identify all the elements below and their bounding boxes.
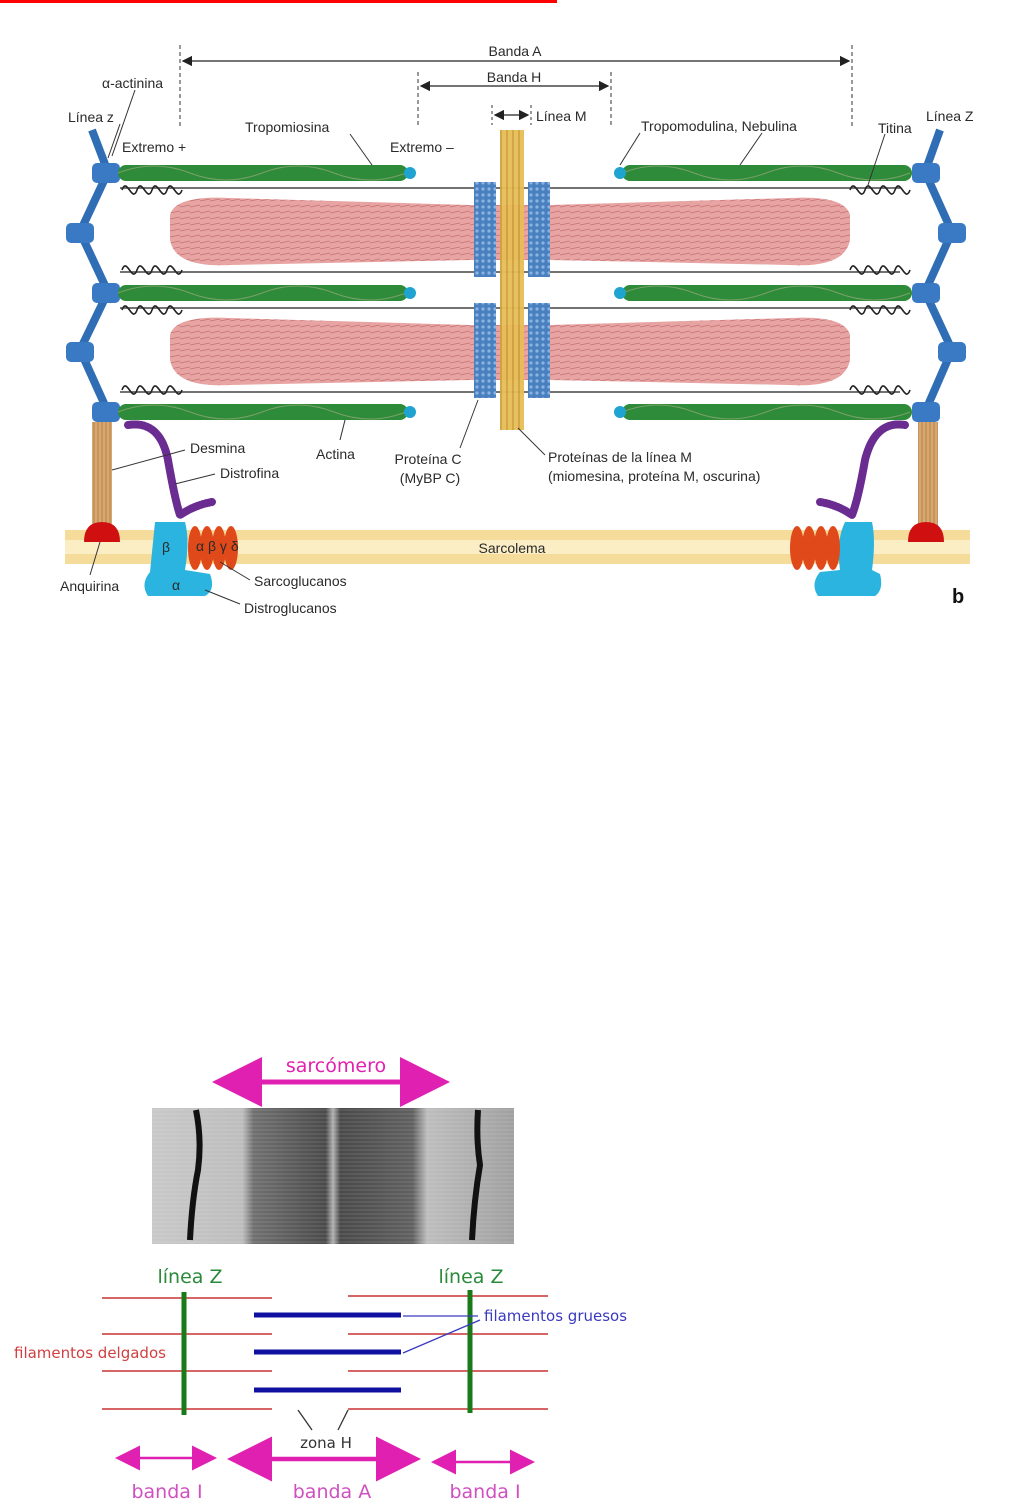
sarcoglucanos-label: Sarcoglucanos — [254, 573, 347, 589]
desmin-right — [918, 422, 938, 530]
filamentos-delgados-label: filamentos delgados — [14, 1344, 166, 1362]
anquirina-label: Anquirina — [60, 578, 119, 594]
dystroglycan-beta-label: β — [162, 539, 170, 555]
titin-springs — [121, 185, 911, 395]
mybp-c-bands — [474, 182, 550, 398]
linea-z-left-label: Línea z — [68, 109, 114, 125]
ankyrin-left — [84, 522, 120, 542]
mybp-c-label: (MyBP C) — [400, 470, 460, 486]
actin-row-3-right — [614, 404, 912, 420]
zona-h-label: zona H — [300, 1434, 352, 1452]
dimension-guides — [179, 45, 853, 128]
dystroglycan-left — [144, 522, 213, 596]
linea-z-right-label: Línea Z — [926, 108, 974, 124]
proteinas-linea-m-detail: (miomesina, proteína M, oscurina) — [548, 468, 760, 484]
alpha-actinina-label: α-actinina — [102, 75, 163, 91]
desmina-label: Desmina — [190, 440, 245, 456]
actin-row-2-left — [117, 285, 416, 301]
panel-label: b — [952, 586, 964, 608]
sarcomero-title: sarcómero — [286, 1055, 386, 1077]
desmin-left — [92, 422, 112, 530]
dystrophin-left — [124, 420, 216, 522]
extremo-plus-label: Extremo + — [122, 139, 186, 155]
gruesos-pointer — [402, 1315, 481, 1354]
filamentos-gruesos-label: filamentos gruesos — [484, 1307, 627, 1325]
m-line-proteins — [500, 130, 524, 430]
electron-micrograph — [152, 1108, 514, 1244]
actina-label: Actina — [316, 446, 355, 462]
thin-filaments-schematic — [102, 1295, 548, 1410]
linea-z-right-label: línea Z — [439, 1266, 504, 1288]
actin-row-3-left — [117, 404, 416, 420]
zona-h-bracket — [297, 1409, 349, 1431]
sarcoglycan-subunits-label: α β γ δ — [196, 538, 239, 554]
banda-h-label: Banda H — [487, 69, 541, 85]
thin-filaments — [117, 165, 912, 420]
tropomiosina-label: Tropomiosina — [245, 119, 330, 135]
sarcomere-molecular-diagram: Banda A Banda H Línea M Sarcolema — [60, 43, 974, 616]
dystroglycan-alpha-label: α — [172, 577, 180, 593]
leader-lines — [89, 89, 886, 605]
sarcoglycans-right — [790, 526, 840, 570]
actin-row-1-right — [614, 165, 912, 181]
distrofina-label: Distrofina — [220, 465, 279, 481]
z-line-dark-right — [469, 1109, 484, 1241]
distroglucanos-label: Distroglucanos — [244, 600, 337, 616]
banda-i-right-label: banda I — [449, 1481, 520, 1503]
linea-z-left-label: línea Z — [158, 1266, 223, 1288]
z-disc-right — [912, 128, 966, 422]
z-line-dark-left — [187, 1109, 203, 1241]
ankyrin-right — [908, 522, 944, 542]
linea-m-label: Línea M — [536, 108, 587, 124]
banda-a-label: Banda A — [489, 43, 543, 59]
dystroglycan-right — [814, 522, 882, 596]
tropomodulina-nebulina-label: Tropomodulina, Nebulina — [641, 118, 797, 134]
thick-filaments-schematic — [254, 1312, 401, 1393]
sarcolema-label: Sarcolema — [479, 540, 546, 556]
proteina-c-label: Proteína C — [395, 451, 462, 467]
sarcoglycans-left — [188, 526, 238, 570]
titina-label: Titina — [878, 120, 912, 136]
extremo-minus-label: Extremo – — [390, 139, 454, 155]
dystrophin-right — [816, 420, 909, 522]
actin-row-1-left — [117, 165, 416, 181]
proteinas-linea-m-label: Proteínas de la línea M — [548, 449, 692, 465]
banda-i-left-label: banda I — [131, 1481, 202, 1503]
actin-row-2-right — [614, 285, 912, 301]
header-red-bar — [0, 0, 557, 3]
banda-a-label: banda A — [293, 1481, 372, 1503]
z-disc-left — [66, 128, 120, 422]
